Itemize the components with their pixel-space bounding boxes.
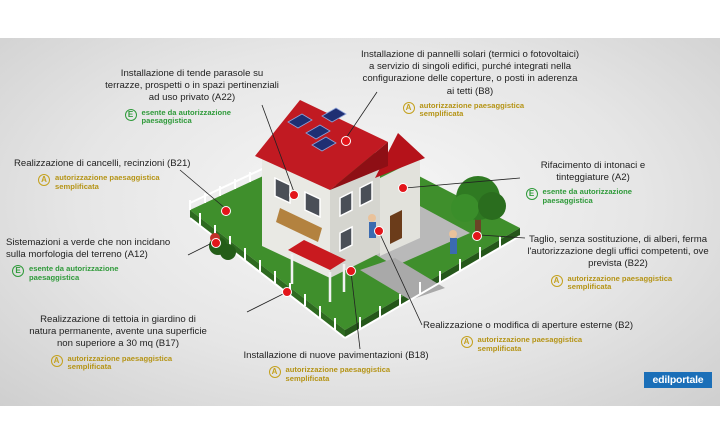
windows — [274, 176, 373, 253]
marker-tende — [289, 190, 299, 200]
infographic-stage: Installazione di tende parasole su terra… — [0, 38, 720, 406]
esente-icon: E — [12, 265, 24, 278]
marker-aperture — [374, 226, 384, 236]
semplificata-icon: A — [402, 101, 415, 114]
callout-cancelli-text: Realizzazione di cancelli, recinzioni (B… — [14, 158, 191, 169]
location-markers — [211, 136, 482, 297]
solar-panels — [287, 107, 347, 152]
badge-semplificata: A autorizzazione paesaggistica semplific… — [38, 173, 173, 191]
house-illustration — [179, 91, 526, 350]
semplificata-icon: A — [268, 366, 281, 379]
semplificata-icon: A — [460, 336, 473, 349]
badge-label: esente da autorizzazione paesaggistica — [542, 187, 632, 205]
ground-side-left — [190, 210, 345, 338]
semplificata-icon: A — [50, 354, 63, 367]
roof-gable — [330, 142, 388, 190]
badge-label: esente da autorizzazione paesaggistica — [141, 107, 231, 126]
callout-alberi-text: Taglio, senza sostituzione, di alberi, f… — [527, 234, 709, 270]
badge-label: autorizzazione paesaggistica semplificat… — [567, 273, 673, 292]
badge-semplificata: A autorizzazione paesaggistica semplific… — [460, 335, 596, 353]
callout-tettoia: Realizzazione di tettoia in giardino di … — [28, 314, 208, 372]
semplificata-icon: A — [38, 174, 50, 187]
callout-intonaci-text: Rifacimento di intonaci e tinteggiature … — [540, 160, 646, 184]
badge-label: autorizzazione paesaggistica semplificat… — [285, 365, 391, 383]
path — [360, 258, 445, 300]
esente-icon: E — [525, 188, 538, 201]
callout-cancelli: Realizzazione di cancelli, recinzioni (B… — [14, 158, 214, 191]
callout-pannelli: Installazione di pannelli solari (termic… — [360, 49, 580, 119]
badge-label: autorizzazione paesaggistica semplificat… — [477, 335, 583, 353]
marker-intonaci — [398, 183, 408, 193]
semplificata-icon: A — [550, 274, 563, 287]
callout-alberi: Taglio, senza sostituzione, di alberi, f… — [520, 234, 716, 292]
callout-tende: Installazione di tende parasole su terra… — [102, 68, 282, 126]
badge-semplificata: A autorizzazione paesaggistica semplific… — [50, 353, 186, 372]
leader-lines — [179, 91, 526, 350]
marker-pavimentazioni — [346, 266, 356, 276]
callout-pavimentazioni-text: Installazione di nuove pavimentazioni (B… — [243, 350, 429, 361]
badge-esente: E esente da autorizzazione paesaggistica — [124, 107, 260, 126]
badge-esente: E esente da autorizzazione paesaggistica — [525, 187, 661, 205]
badge-label: autorizzazione paesaggistica semplificat… — [55, 173, 160, 191]
person-worker — [368, 214, 376, 238]
callout-intonaci: Rifacimento di intonaci e tinteggiature … — [518, 160, 668, 206]
marker-verde — [211, 238, 221, 248]
esente-icon: E — [124, 108, 137, 121]
pergola — [288, 240, 346, 302]
callout-pannelli-text: Installazione di pannelli solari (termic… — [360, 49, 580, 97]
callout-pavimentazioni: Installazione di nuove pavimentazioni (B… — [236, 350, 436, 383]
callout-verde: Sistemazioni a verde che non incidano su… — [6, 237, 191, 283]
badge-semplificata: A autorizzazione paesaggistica semplific… — [550, 273, 686, 292]
badge-semplificata: A autorizzazione paesaggistica semplific… — [268, 365, 404, 383]
callout-tettoia-text: Realizzazione di tettoia in giardino di … — [29, 314, 207, 350]
marker-cancelli — [221, 206, 231, 216]
badge-semplificata: A autorizzazione paesaggistica semplific… — [402, 100, 538, 119]
edilportale-logo[interactable]: edilportale — [644, 372, 712, 388]
badge-esente: E esente da autorizzazione paesaggistica — [12, 265, 147, 282]
callout-aperture: Realizzazione o modifica di aperture est… — [418, 320, 638, 353]
callout-verde-text: Sistemazioni a verde che non incidano su… — [6, 237, 171, 261]
person-gardener — [449, 230, 457, 254]
marker-alberi — [472, 231, 482, 241]
awning — [276, 208, 322, 242]
marker-tettoia — [282, 287, 292, 297]
annex-roof — [375, 133, 425, 178]
callout-tende-text: Installazione di tende parasole su terra… — [105, 68, 279, 104]
callout-aperture-text: Realizzazione o modifica di aperture est… — [422, 320, 634, 331]
badge-label: esente da autorizzazione paesaggistica — [29, 264, 119, 282]
badge-label: autorizzazione paesaggistica semplificat… — [419, 100, 525, 119]
tree — [451, 176, 506, 240]
marker-pannelli — [341, 136, 351, 146]
door — [390, 210, 402, 244]
badge-label: autorizzazione paesaggistica semplificat… — [67, 353, 173, 372]
